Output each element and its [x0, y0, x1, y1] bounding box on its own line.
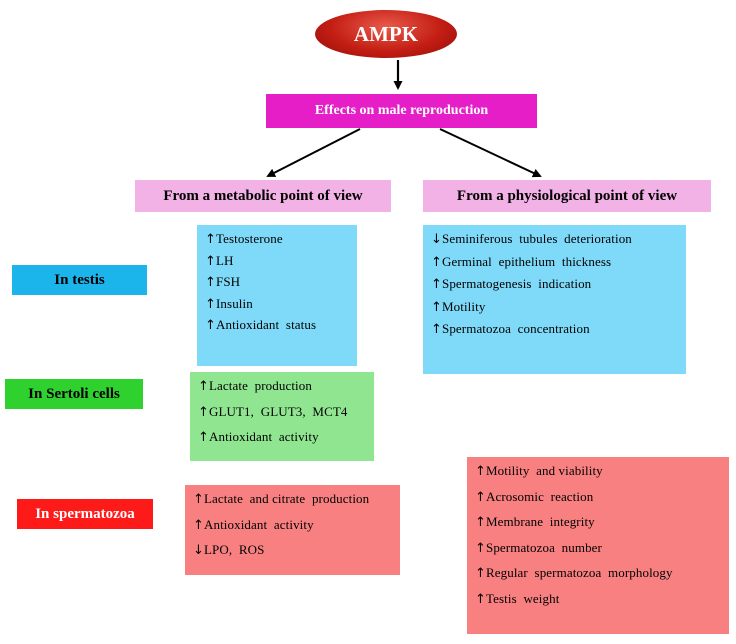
increase-arrow-icon: ↑	[475, 464, 486, 479]
increase-arrow-icon: ↑	[205, 318, 216, 334]
increase-arrow-icon: ↑	[205, 275, 216, 291]
effect-item: ↑Germinal epithelium thickness	[431, 254, 686, 271]
effect-item: ↑Acrosomic reaction	[475, 489, 729, 506]
effect-item-text: Acrosomic reaction	[486, 488, 594, 504]
effect-item: ↑Motility	[431, 299, 686, 316]
increase-arrow-icon: ↑	[193, 517, 204, 533]
increase-arrow-icon: ↑	[193, 492, 204, 507]
metabolic-header: From a metabolic point of view	[135, 180, 391, 212]
increase-arrow-icon: ↑	[475, 515, 486, 531]
effect-item-text: Germinal epithelium thickness	[442, 253, 612, 269]
row-label-spermatozoa: In spermatozoa	[17, 499, 153, 529]
sperm-physiological-box: ↑Motility and viability↑Acrosomic reacti…	[467, 457, 729, 634]
effect-item: ↓Seminiferous tubules deterioration	[431, 231, 686, 248]
effects-node: Effects on male reproduction	[266, 94, 537, 128]
effect-item-text: Motility and viability	[486, 463, 603, 478]
increase-arrow-icon: ↑	[198, 404, 209, 420]
increase-arrow-icon: ↑	[431, 277, 442, 293]
metabolic-header-label: From a metabolic point of view	[163, 187, 363, 204]
effect-item: ↑Lactate production	[198, 378, 374, 395]
effect-item-text: Seminiferous tubules deterioration	[442, 231, 632, 246]
effect-item-text: Lactate production	[209, 378, 312, 393]
effect-item-text: Membrane integrity	[486, 514, 595, 530]
effect-item: ↑Spermatozoa concentration	[431, 321, 686, 338]
ampk-node: AMPK	[315, 10, 457, 58]
testis-metabolic-box: ↑Testosterone↑LH↑FSH↑Insulin↑Antioxidant…	[197, 225, 357, 366]
effect-item: ↑GLUT1, GLUT3, MCT4	[198, 404, 374, 421]
effect-item-text: Lactate and citrate production	[204, 491, 370, 506]
increase-arrow-icon: ↑	[205, 253, 216, 269]
decrease-arrow-icon: ↓	[193, 543, 204, 559]
increase-arrow-icon: ↑	[205, 232, 216, 247]
ampk-label: AMPK	[353, 21, 419, 46]
effect-item: ↑Testosterone	[205, 231, 357, 248]
effect-item: ↓LPO, ROS	[193, 542, 400, 559]
effect-item-text: LH	[216, 252, 234, 268]
effect-item: ↑Motility and viability	[475, 463, 729, 480]
decrease-arrow-icon: ↓	[431, 232, 442, 247]
effect-item-text: Insulin	[216, 295, 253, 311]
effect-item-text: LPO, ROS	[204, 542, 265, 558]
effect-item: ↑Antioxidant status	[205, 317, 357, 334]
increase-arrow-icon: ↑	[475, 489, 486, 505]
testis-physiological-box: ↓Seminiferous tubules deterioration↑Germ…	[423, 225, 686, 374]
effect-item-text: Antioxidant activity	[209, 429, 319, 445]
increase-arrow-icon: ↑	[475, 540, 486, 556]
increase-arrow-icon: ↑	[431, 322, 442, 338]
increase-arrow-icon: ↑	[198, 430, 209, 446]
effect-item-text: Spermatozoa concentration	[442, 321, 590, 337]
increase-arrow-icon: ↑	[431, 254, 442, 270]
effect-item: ↑Spermatozoa number	[475, 540, 729, 557]
increase-arrow-icon: ↑	[205, 296, 216, 312]
effect-item-text: GLUT1, GLUT3, MCT4	[209, 403, 348, 419]
row-label-testis: In testis	[12, 265, 147, 295]
effect-item-text: FSH	[216, 274, 241, 290]
effect-item: ↑Regular spermatozoa morphology	[475, 565, 729, 582]
increase-arrow-icon: ↑	[431, 299, 442, 315]
effect-item-text: Motility	[442, 298, 486, 314]
effect-item: ↑Lactate and citrate production	[193, 491, 400, 508]
physiological-header-label: From a physiological point of view	[456, 187, 678, 204]
effects-label: Effects on male reproduction	[314, 103, 489, 118]
arrow-to-physiological	[439, 128, 542, 178]
row-label-testis-text: In testis	[54, 271, 105, 288]
effect-item: ↑Membrane integrity	[475, 514, 729, 531]
effect-item: ↑Antioxidant activity	[198, 429, 374, 446]
effect-item: ↑LH	[205, 253, 357, 270]
physiological-header: From a physiological point of view	[423, 180, 711, 212]
row-label-sertoli-text: In Sertoli cells	[28, 385, 120, 402]
effect-item-text: Antioxidant status	[216, 317, 317, 333]
effect-item: ↑Insulin	[205, 296, 357, 313]
sperm-metabolic-box: ↑Lactate and citrate production↑Antioxid…	[185, 485, 400, 575]
effect-item-text: Testosterone	[216, 231, 283, 246]
effect-item-text: Spermatozoa number	[486, 539, 602, 555]
effect-item: ↑Testis weight	[475, 591, 729, 608]
effect-item: ↑Antioxidant activity	[193, 517, 400, 534]
effect-item: ↑FSH	[205, 274, 357, 291]
increase-arrow-icon: ↑	[475, 566, 486, 582]
sertoli-metabolic-box: ↑Lactate production↑GLUT1, GLUT3, MCT4↑A…	[190, 372, 374, 461]
row-label-sertoli: In Sertoli cells	[5, 379, 143, 409]
effect-item-text: Antioxidant activity	[204, 516, 314, 532]
effect-item-text: Testis weight	[486, 590, 560, 606]
effect-item-text: Regular spermatozoa morphology	[486, 565, 673, 581]
increase-arrow-icon: ↑	[475, 591, 486, 607]
increase-arrow-icon: ↑	[198, 379, 209, 394]
effect-item-text: Spermatogenesis indication	[442, 276, 592, 292]
arrow-to-metabolic	[266, 128, 361, 177]
effect-item: ↑Spermatogenesis indication	[431, 276, 686, 293]
row-label-spermatozoa-text: In spermatozoa	[35, 505, 135, 522]
